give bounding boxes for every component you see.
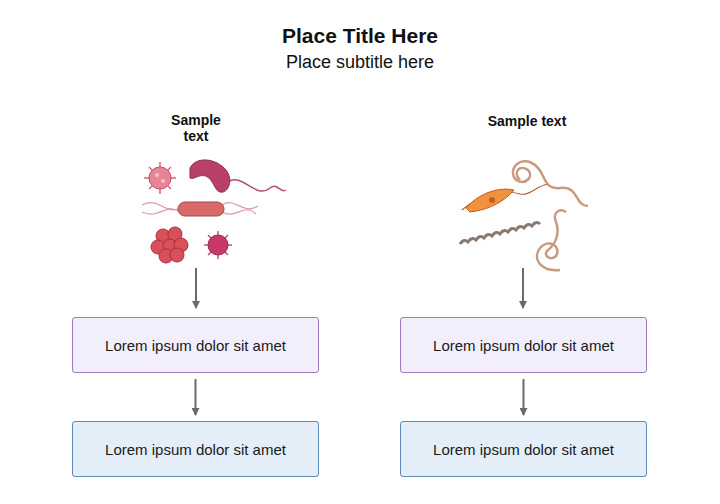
connector-arrow [523, 379, 525, 415]
process-box: Lorem ipsum dolor sit amet [400, 317, 647, 373]
coccus-cluster [151, 227, 188, 263]
box-text: Lorem ipsum dolor sit amet [433, 337, 614, 354]
curved-rod-bacterium [190, 160, 286, 192]
title: Place Title Here [0, 24, 720, 48]
process-box: Lorem ipsum dolor sit amet [72, 421, 319, 477]
trypanosome [462, 184, 548, 212]
process-box: Lorem ipsum dolor sit amet [72, 317, 319, 373]
box-text: Lorem ipsum dolor sit amet [105, 441, 286, 458]
arrow-line [195, 268, 197, 308]
spirochete [460, 222, 540, 244]
box-text: Lorem ipsum dolor sit amet [433, 441, 614, 458]
virus [144, 162, 176, 194]
box-text: Lorem ipsum dolor sit amet [105, 337, 286, 354]
subtitle: Place subtitle here [0, 52, 720, 73]
arrow-line [522, 268, 524, 308]
group-heading: Sample text [467, 113, 587, 129]
process-box: Lorem ipsum dolor sit amet [400, 421, 647, 477]
group-heading: Sample text [166, 112, 226, 144]
spiky-coccus [204, 231, 232, 259]
roundworm [513, 161, 588, 270]
bacillus [142, 202, 258, 216]
connector-arrow [195, 379, 197, 415]
